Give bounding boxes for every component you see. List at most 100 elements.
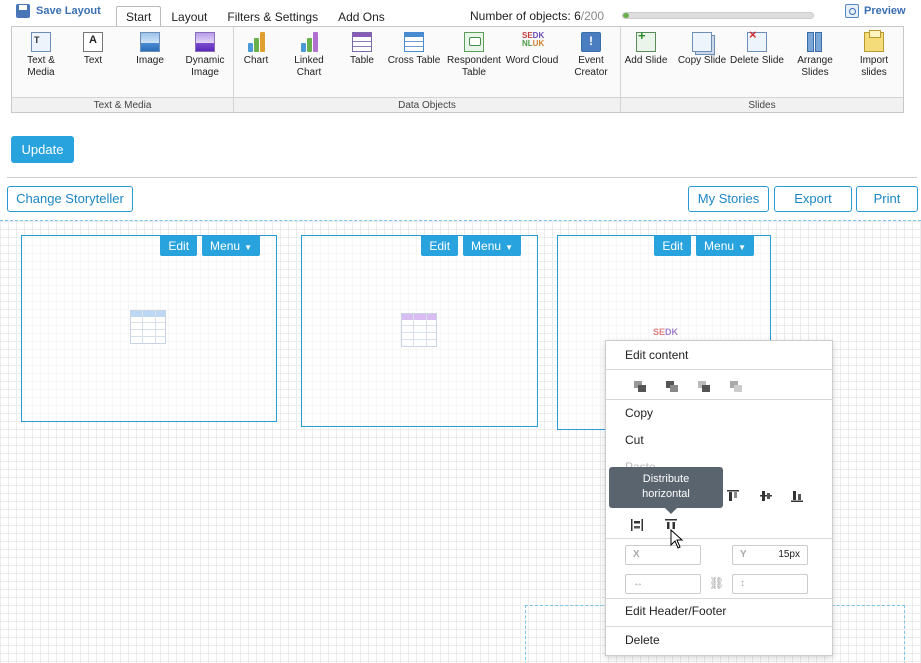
export-button[interactable]: Export [774, 186, 852, 212]
slide-object-cross-table[interactable]: Edit Menu▼ [301, 235, 538, 427]
slide-edit-button[interactable]: Edit [654, 236, 692, 256]
ribbon-group-data-objects: Chart Linked Chart Table Cross Table Res… [234, 27, 621, 112]
dynamic-image-button[interactable]: Dynamic Image [178, 32, 232, 79]
distribute-vertical-icon[interactable] [630, 518, 644, 532]
table-label: Table [350, 55, 374, 66]
preview-label: Preview [864, 5, 906, 17]
copy-slide-icon [692, 32, 712, 52]
distribute-horizontal-icon[interactable] [664, 518, 678, 532]
send-to-back-icon[interactable] [730, 381, 742, 392]
slide-edit-button[interactable]: Edit [160, 236, 198, 256]
menu-separator [606, 369, 832, 370]
image-button[interactable]: Image [123, 32, 177, 67]
save-layout-button[interactable]: Save Layout [16, 4, 101, 18]
caret-down-icon: ▼ [738, 243, 746, 252]
cross-table-button[interactable]: Cross Table [387, 32, 441, 67]
linked-chart-button[interactable]: Linked Chart [282, 32, 336, 79]
my-stories-button[interactable]: My Stories [688, 186, 769, 212]
tab-start[interactable]: Start [116, 6, 162, 29]
chart-button[interactable]: Chart [229, 32, 283, 67]
image-label: Image [136, 55, 164, 66]
group-label-slides: Slides [621, 97, 903, 112]
menu-edit-content[interactable]: Edit content [625, 348, 689, 362]
tooltip: Distribute horizontal [609, 467, 723, 514]
text-label: Text [83, 55, 103, 66]
slide-object-table[interactable]: Edit Menu▼ [21, 235, 277, 422]
save-disk-icon [16, 4, 30, 18]
menu-separator [606, 626, 832, 627]
menu-cut[interactable]: Cut [625, 433, 644, 447]
copy-slide-button[interactable]: Copy Slide [672, 32, 732, 67]
align-bottom-icon[interactable] [790, 489, 804, 503]
delete-slide-label: Delete Slide [730, 55, 784, 66]
divider [7, 177, 917, 178]
slide-actions: Edit Menu▼ [421, 236, 521, 256]
y-position-field[interactable]: Y 15px [732, 545, 808, 565]
slide-menu-button[interactable]: Menu▼ [202, 236, 260, 256]
bring-forward-icon[interactable] [666, 381, 678, 392]
menu-separator [606, 538, 832, 539]
slide-edit-button[interactable]: Edit [421, 236, 459, 256]
respondent-table-button[interactable]: Respondent Table [444, 32, 504, 79]
preview-button[interactable]: Preview [845, 4, 906, 18]
slide-menu-button[interactable]: Menu▼ [696, 236, 754, 256]
linked-chart-label: Linked Chart [294, 55, 324, 78]
add-slide-label: Add Slide [624, 55, 668, 66]
word-cloud-placeholder-icon: SEDK [653, 327, 679, 337]
y-field-label: Y [740, 549, 747, 560]
add-slide-button[interactable]: Add Slide [619, 30, 673, 67]
import-slides-icon [864, 30, 884, 52]
link-aspect-icon[interactable]: ⛓ [709, 576, 725, 590]
print-button[interactable]: Print [856, 186, 918, 212]
group-label-text-media: Text & Media [12, 97, 233, 112]
group-label-data-objects: Data Objects [234, 97, 620, 112]
table-placeholder-icon [401, 313, 437, 347]
tab-layout[interactable]: Layout [171, 10, 208, 24]
text-icon [83, 32, 103, 52]
cross-table-icon [404, 32, 424, 52]
width-field[interactable]: ↔ [625, 574, 701, 594]
layer-order-row [606, 375, 832, 399]
chart-label: Chart [243, 55, 269, 66]
bring-to-front-icon[interactable] [634, 381, 646, 392]
menu-delete[interactable]: Delete [625, 633, 660, 647]
send-backward-icon[interactable] [698, 381, 710, 392]
update-button[interactable]: Update [11, 136, 74, 163]
text-media-icon [31, 32, 51, 52]
tab-add-ons[interactable]: Add Ons [338, 10, 385, 24]
delete-slide-button[interactable]: Delete Slide [730, 29, 784, 67]
align-top-icon[interactable] [726, 489, 740, 503]
text-media-button[interactable]: Text & Media [14, 32, 68, 79]
respondent-table-label: Respondent Table [447, 55, 501, 78]
table-button[interactable]: Table [335, 32, 389, 67]
image-icon [140, 32, 160, 52]
height-field[interactable]: ↕ [732, 574, 808, 594]
arrange-slides-button[interactable]: Arrange Slides [788, 32, 842, 79]
import-slides-label: Import slides [859, 55, 889, 78]
slide-menu-button[interactable]: Menu▼ [463, 236, 521, 256]
arrange-slides-icon [805, 32, 825, 52]
height-arrow-icon: ↕ [740, 578, 745, 589]
text-button[interactable]: Text [66, 32, 120, 67]
menu-separator [606, 598, 832, 599]
save-layout-label: Save Layout [36, 5, 101, 17]
table-icon [352, 32, 372, 52]
menu-copy[interactable]: Copy [625, 406, 654, 420]
align-middle-icon[interactable] [759, 489, 773, 503]
respondent-table-icon [464, 32, 484, 52]
event-creator-icon [581, 32, 601, 52]
x-position-field[interactable]: X [625, 545, 701, 565]
cross-table-label: Cross Table [387, 55, 441, 66]
event-creator-button[interactable]: Event Creator [564, 32, 618, 79]
arrange-slides-label: Arrange Slides [797, 55, 833, 78]
tab-filters-settings[interactable]: Filters & Settings [227, 10, 319, 24]
progress-fill [623, 13, 629, 18]
slide-actions: Edit Menu▼ [160, 236, 260, 256]
slide-actions: Edit Menu▼ [654, 236, 754, 256]
import-slides-button[interactable]: Import slides [847, 30, 901, 79]
menu-edit-header-footer[interactable]: Edit Header/Footer [625, 604, 727, 618]
change-storyteller-button[interactable]: Change Storyteller [7, 186, 133, 212]
x-field-label: X [633, 549, 640, 560]
